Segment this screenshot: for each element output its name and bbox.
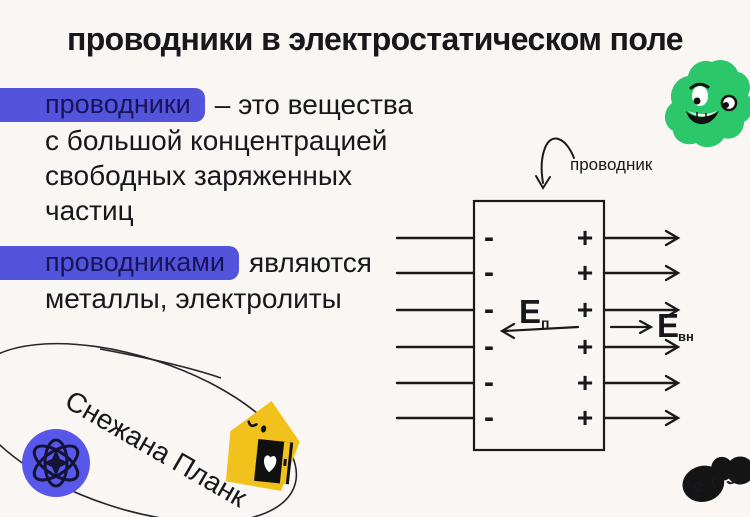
- positive-charges: + + + + + +: [577, 222, 593, 433]
- definition-block: проводники – это вещества с большой конц…: [0, 87, 413, 228]
- svg-text:+: +: [577, 331, 593, 362]
- definition-line-2: с большой концентрацией: [45, 125, 388, 156]
- svg-text:-: -: [484, 256, 494, 289]
- highlighted-term-conductors: проводники: [0, 88, 205, 122]
- examples-block: проводниками являются металлы, электроли…: [0, 245, 372, 316]
- external-field-symbol: E: [657, 307, 679, 344]
- svg-text:+: +: [577, 402, 593, 433]
- svg-text:-: -: [484, 330, 494, 363]
- definition-line-1: проводники – это вещества: [0, 87, 413, 123]
- ege-logo: егэ: [682, 456, 750, 502]
- examples-line-1: проводниками являются: [0, 245, 372, 281]
- external-field-subscript: вн: [678, 329, 694, 344]
- negative-charges: - - - - - -: [484, 221, 494, 434]
- signature-text: Снежана Планк: [60, 384, 253, 513]
- internal-field-subscript: п: [541, 315, 549, 331]
- svg-text:-: -: [484, 221, 494, 254]
- highlighted-term-conductors-2: проводниками: [0, 246, 239, 280]
- definition-after-highlight: – это вещества: [214, 89, 414, 120]
- field-lines-left: [395, 236, 476, 420]
- atom-icon: [22, 429, 90, 497]
- green-blob-icon: [665, 60, 750, 148]
- house-icon: [225, 401, 300, 491]
- svg-text:-: -: [484, 366, 494, 399]
- examples-after-highlight: являются: [248, 247, 372, 278]
- svg-text:+: +: [577, 222, 593, 253]
- external-field-vector: E вн: [609, 307, 694, 344]
- examples-line-2: металлы, электролиты: [45, 283, 342, 314]
- definition-line-4: частиц: [45, 195, 134, 226]
- definition-line-3: свободных заряженных: [45, 160, 353, 191]
- field-lines-right: [602, 229, 681, 427]
- internal-field-symbol: E: [519, 293, 541, 330]
- svg-text:+: +: [577, 367, 593, 398]
- conductor-callout-arrow: [535, 137, 575, 190]
- conductor-label: проводник: [570, 155, 653, 174]
- svg-text:+: +: [577, 257, 593, 288]
- internal-field-vector: E п: [499, 293, 580, 340]
- svg-text:+: +: [577, 294, 593, 325]
- page-title: проводники в электростатическом поле: [66, 21, 684, 57]
- svg-text:-: -: [484, 293, 494, 326]
- svg-text:-: -: [484, 401, 494, 434]
- hand-drawn-ellipse: [0, 342, 298, 517]
- conductor-diagram: - - - - - - + + + + + + E п: [395, 137, 694, 452]
- conductor-rectangle: [472, 199, 606, 452]
